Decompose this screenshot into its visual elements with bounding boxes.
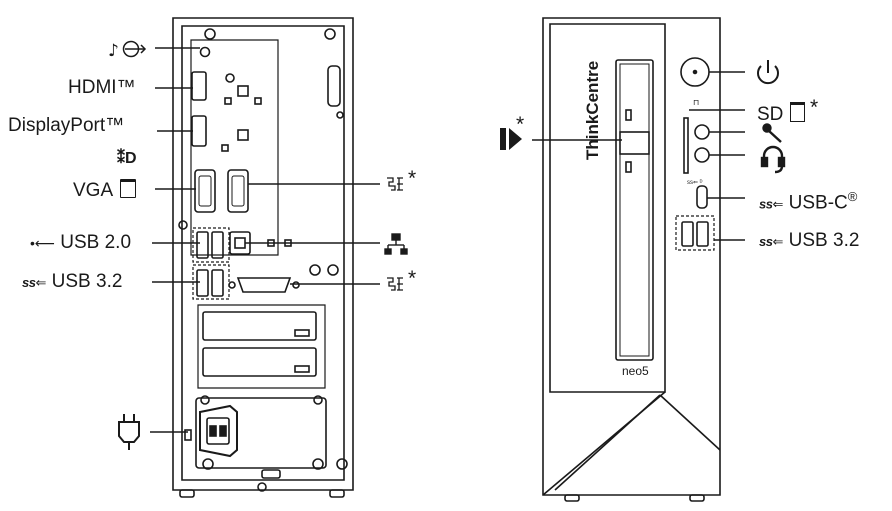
- rear-chassis: [172, 17, 354, 498]
- odd-optional-star: *: [516, 113, 525, 136]
- vga-label: VGA: [73, 179, 137, 202]
- vga-icon: [120, 179, 137, 198]
- usbc-registered: ®: [847, 189, 858, 204]
- usb-icon: •⟵: [30, 235, 55, 251]
- headphone-icon: [760, 145, 786, 174]
- microphone-icon: [762, 123, 782, 143]
- usb32-rear-label-text: USB 3.2: [51, 271, 123, 292]
- usb32-rear-label: ss⇐ USB 3.2: [22, 271, 122, 294]
- usb2-label-text: USB 2.0: [60, 232, 132, 253]
- serial-port-icon: [387, 177, 403, 191]
- svg-text:⁑D: ⁑D: [117, 147, 137, 167]
- usb32-front-label: ss⇐ USB 3.2: [759, 230, 859, 253]
- svg-text:ss⇐ ᴰ: ss⇐ ᴰ: [687, 179, 703, 186]
- sd-label-text: SD: [757, 104, 784, 125]
- usbc-label-text: USB-C: [788, 192, 848, 214]
- displayport-icon: ⁑D: [117, 147, 137, 167]
- ethernet-icon: [384, 233, 408, 255]
- usb-arrow-icon: ⇐: [35, 275, 47, 290]
- usbc-label: ss⇐ USB-C®: [759, 186, 857, 215]
- front-model-text: neo5: [622, 364, 649, 378]
- ss-usb-icon: ss: [22, 275, 36, 290]
- usb32-front-label-text: USB 3.2: [788, 230, 860, 251]
- hdmi-label: HDMI™: [68, 77, 136, 98]
- power-icon: [757, 60, 779, 85]
- svg-text:⊓: ⊓: [693, 98, 699, 107]
- usb32-arrow-icon: ⇐: [772, 234, 784, 249]
- serial2-optional-star: *: [408, 267, 417, 290]
- sd-label: SD *: [757, 97, 818, 126]
- svg-text:ᴸ: ᴸ: [226, 74, 228, 80]
- vga-label-text: VGA: [73, 180, 113, 201]
- ss-usbc-icon: ss: [759, 196, 773, 212]
- serial-port-icon: [387, 277, 403, 291]
- svg-text:ThinkCentre: ThinkCentre: [583, 61, 602, 160]
- svg-text:♪: ♪: [108, 41, 119, 61]
- sd-optional-star: *: [809, 96, 819, 119]
- front-chassis: [542, 17, 721, 502]
- usb2-label: •⟵ USB 2.0: [30, 232, 131, 254]
- optical-drive-icon: [500, 128, 522, 150]
- serial-optional-star: *: [408, 167, 417, 190]
- sd-card-icon: [789, 102, 805, 122]
- displayport-label: DisplayPort™: [8, 115, 125, 136]
- power-plug-icon: [118, 414, 140, 450]
- front-brand-text: ThinkCentre: [583, 61, 602, 160]
- usbc-arrow-icon: ⇐: [772, 196, 784, 212]
- audio-out-icon: ♪: [108, 40, 147, 61]
- ss-usb32-icon: ss: [759, 234, 773, 249]
